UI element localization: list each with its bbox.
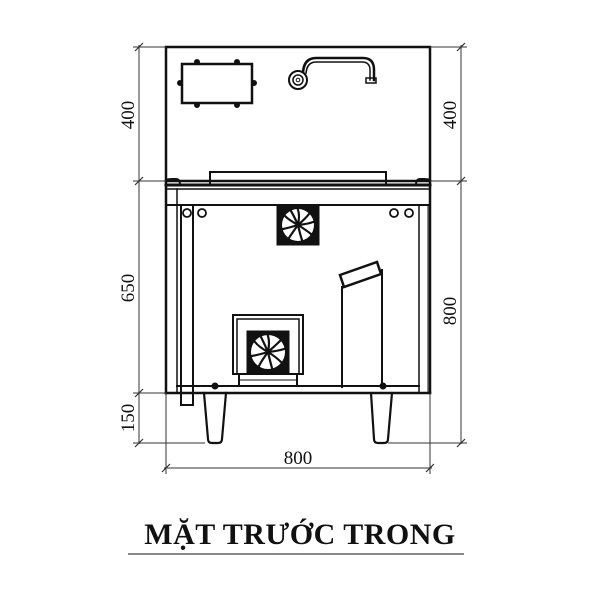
flue-duct [338, 260, 383, 388]
control-box [177, 59, 257, 108]
fastener-dots [182, 208, 414, 218]
drain-pipe [180, 204, 194, 406]
dim-right-top: 400 [440, 101, 461, 130]
blower-fan-icon [232, 314, 304, 386]
dimension-lines [133, 42, 467, 474]
right-leg [369, 391, 394, 445]
dim-bottom-width: 800 [284, 448, 313, 469]
backsplash-panel [164, 45, 432, 183]
exhaust-fan-icon [276, 204, 320, 246]
dim-right-body: 800 [440, 297, 461, 326]
title-underline [128, 553, 464, 555]
dim-left-leg: 150 [118, 404, 139, 433]
dim-left-body: 650 [118, 274, 139, 303]
dim-left-top: 400 [118, 101, 139, 130]
left-leg [202, 391, 228, 445]
drawing-title: MẶT TRƯỚC TRONG [144, 518, 456, 551]
cooktop-pan [209, 171, 387, 186]
faucet-icon [288, 56, 377, 90]
